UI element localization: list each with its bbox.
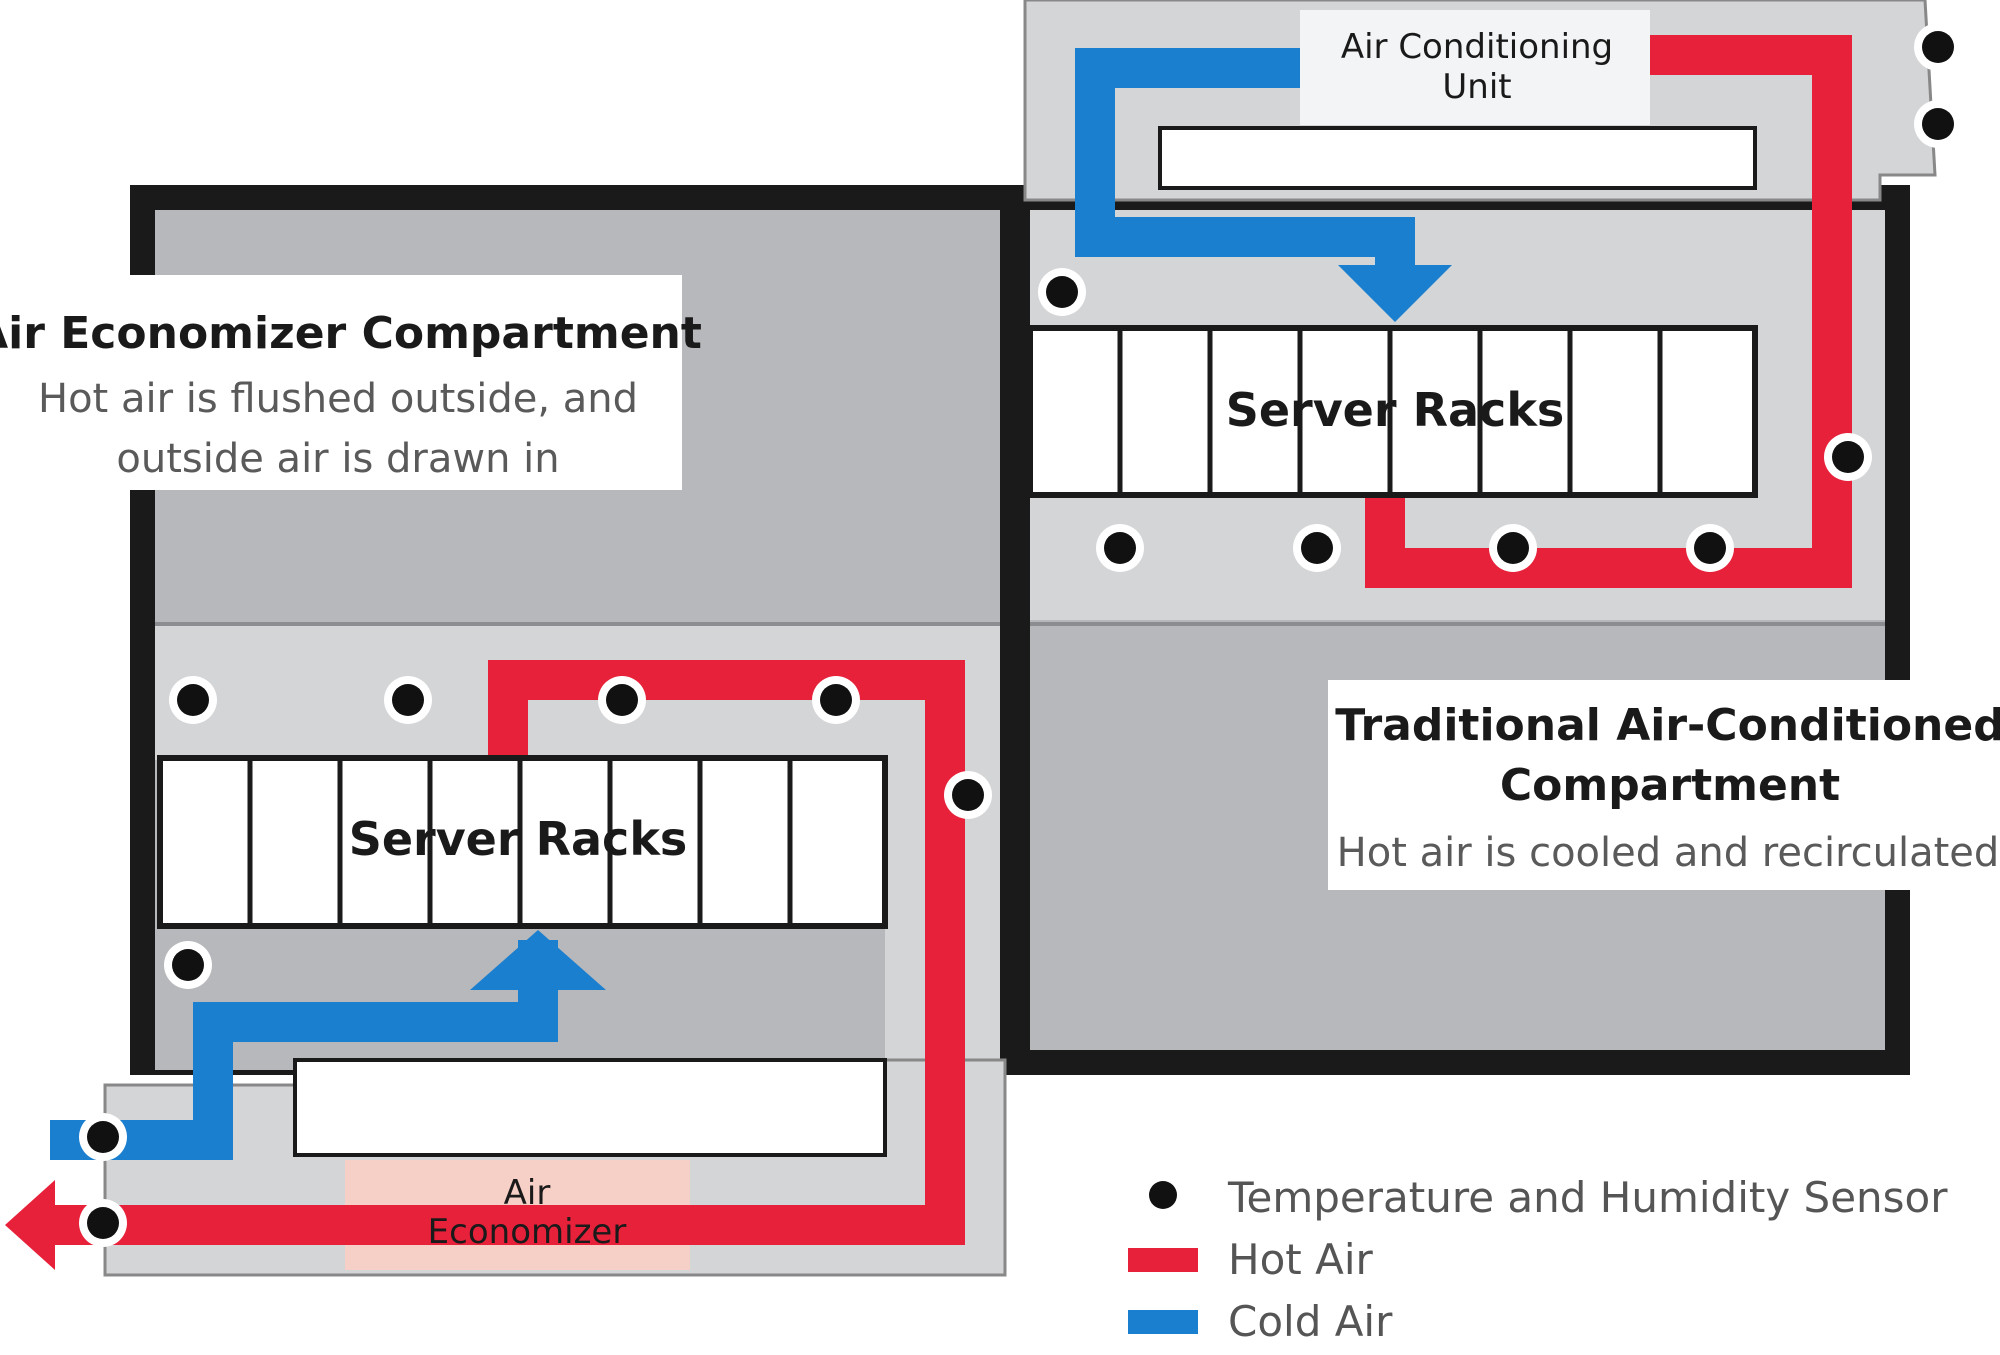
left-compartment-title: Air Economizer Compartment: [0, 308, 702, 359]
temperature-humidity-sensor: [87, 1121, 119, 1153]
right-compartment-label-panel: [1328, 680, 2000, 890]
temperature-humidity-sensor: [177, 684, 209, 716]
right-cold-air-path: [1075, 48, 1415, 295]
temperature-humidity-sensor: [1104, 532, 1136, 564]
temperature-humidity-sensor: [1922, 108, 1954, 140]
ac-duct-opening: [1158, 126, 1757, 190]
temperature-humidity-sensor: [1497, 532, 1529, 564]
left-server-racks: [157, 755, 888, 929]
temperature-humidity-sensor: [952, 779, 984, 811]
temperature-humidity-sensor: [1832, 441, 1864, 473]
left-compartment-label-panel: [0, 275, 682, 490]
temperature-humidity-sensor: [820, 684, 852, 716]
right-racks-label: Server Racks: [1226, 383, 1565, 437]
right-server-racks: [1027, 325, 1758, 498]
right-hot-air-path: [1365, 35, 1852, 588]
temperature-humidity-sensor: [606, 684, 638, 716]
temperature-humidity-sensor: [1922, 31, 1954, 63]
temperature-humidity-sensor: [1301, 532, 1333, 564]
temperature-humidity-sensor: [392, 684, 424, 716]
legend: Temperature and Humidity Sensor Hot Air …: [1128, 1173, 1948, 1346]
right-compartment-title-line2: Compartment: [1500, 760, 1840, 811]
hot-air-exhaust-arrow: [5, 1180, 55, 1270]
left-cold-air-path: [50, 940, 558, 1160]
ac-unit-box: [1300, 10, 1650, 125]
economizer-duct-opening: [293, 1058, 887, 1157]
temperature-humidity-sensor: [87, 1207, 119, 1239]
left-cold-air-arrow: [470, 930, 606, 990]
left-racks-label: Server Racks: [349, 812, 688, 866]
economizer-label-line2: Economizer: [428, 1212, 627, 1252]
economizer-label-line1: Air: [504, 1173, 551, 1213]
right-compartment-title-line1: Traditional Air-Conditioned: [1335, 700, 2000, 751]
temperature-humidity-sensor: [1694, 532, 1726, 564]
legend-hot-label: Hot Air: [1228, 1235, 1373, 1284]
right-cold-air-arrow: [1338, 265, 1452, 322]
legend-cold-swatch: [1128, 1310, 1198, 1334]
left-compartment-desc-line1: Hot air is flushed outside, and: [38, 376, 638, 422]
legend-sensor-icon: [1149, 1181, 1177, 1209]
legend-hot-swatch: [1128, 1248, 1198, 1272]
right-compartment-desc: Hot air is cooled and recirculated: [1337, 830, 2000, 876]
ac-unit-label-line1: Air Conditioning: [1341, 27, 1613, 67]
temperature-humidity-sensor: [172, 949, 204, 981]
ac-unit-label-line2: Unit: [1442, 67, 1511, 107]
left-hot-air-path: [110, 660, 965, 1245]
legend-cold-label: Cold Air: [1228, 1297, 1393, 1346]
left-compartment-desc-line2: outside air is drawn in: [116, 436, 559, 482]
center-wall: [1000, 185, 1030, 1075]
legend-sensor-label: Temperature and Humidity Sensor: [1227, 1173, 1948, 1222]
sensor-group: [79, 23, 1962, 1247]
temperature-humidity-sensor: [1046, 276, 1078, 308]
